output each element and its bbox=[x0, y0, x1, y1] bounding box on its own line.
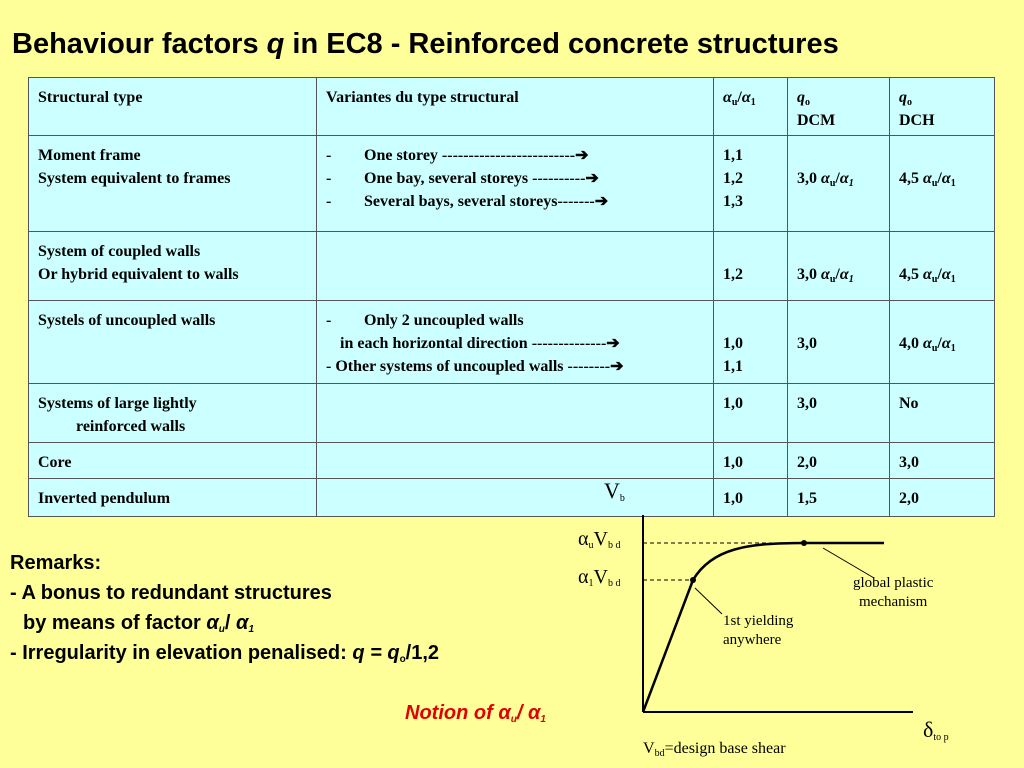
first-yield-point bbox=[690, 577, 696, 583]
delta-axis-label: δto p bbox=[923, 717, 949, 743]
cell-qo-dcm: 1,5 bbox=[787, 478, 890, 517]
behaviour-factors-table: Structural type Variantes du type struct… bbox=[28, 77, 995, 517]
cell-qo-dch: 2,0 bbox=[889, 478, 995, 517]
remarks-heading: Remarks: bbox=[10, 552, 102, 574]
cell-structural-type: Systels of uncoupled walls bbox=[28, 300, 317, 384]
cell-structural-type: Systems of large lightly reinforced wall… bbox=[28, 383, 317, 443]
vb-axis-label: Vb bbox=[604, 478, 625, 504]
first-yield-pointer bbox=[694, 587, 723, 615]
cell-variants bbox=[316, 442, 714, 479]
table-row: Systems of large lightly reinforced wall… bbox=[28, 383, 995, 443]
table-row: System of coupled walls Or hybrid equiva… bbox=[28, 231, 995, 301]
cell-qo-dch: 4,5 αu/α1 bbox=[889, 135, 995, 232]
cell-structural-type: System of coupled walls Or hybrid equiva… bbox=[28, 231, 317, 301]
page-title: Behaviour factors q in EC8 - Reinforced … bbox=[12, 28, 839, 60]
remarks-line-2: by means of factor αu/ α1 bbox=[23, 612, 254, 635]
cell-alpha-ratio: 1,0 bbox=[713, 383, 788, 443]
cell-qo-dch: 3,0 bbox=[889, 442, 995, 479]
cell-variants: -Only 2 uncoupled walls in each horizont… bbox=[316, 300, 714, 384]
remarks: Remarks: - A bonus to redundant structur… bbox=[10, 548, 439, 668]
cell-structural-type: Inverted pendulum bbox=[28, 478, 317, 517]
cell-qo-dch: 4,5 αu/α1 bbox=[889, 231, 995, 301]
table-row: Inverted pendulum 1,0 1,5 2,0 bbox=[28, 478, 995, 517]
table-row: Systels of uncoupled walls -Only 2 uncou… bbox=[28, 300, 995, 384]
alpha-1-vbd-label: α1Vb d bbox=[578, 566, 621, 589]
header-alpha-ratio: αu/α1 bbox=[713, 77, 788, 136]
remarks-line-3: - Irregularity in elevation penalised: q… bbox=[10, 642, 440, 665]
cell-variants bbox=[316, 478, 714, 517]
global-plastic-pointer bbox=[822, 547, 875, 579]
mechanism-point bbox=[801, 540, 807, 546]
cell-qo-dch: No bbox=[889, 383, 995, 443]
cell-qo-dch: 4,0 αu/α1 bbox=[889, 300, 995, 384]
cell-structural-type: Moment frame System equivalent to frames bbox=[28, 135, 317, 232]
notion-caption: Notion of αu/ α1 bbox=[405, 702, 546, 725]
vbd-definition: Vbd=design base shear bbox=[643, 740, 786, 759]
cell-alpha-ratio: 1,2 bbox=[713, 231, 788, 301]
cell-qo-dcm: 3,0 bbox=[787, 383, 890, 443]
table-header-row: Structural type Variantes du type struct… bbox=[28, 77, 995, 136]
elastic-branch bbox=[641, 579, 695, 713]
cell-variants bbox=[316, 231, 714, 301]
alpha-u-vbd-label: αuVb d bbox=[578, 528, 621, 551]
table-row: Core 1,0 2,0 3,0 bbox=[28, 442, 995, 479]
cell-alpha-ratio: 1,0 bbox=[713, 478, 788, 517]
remarks-line-1: - A bonus to redundant structures bbox=[10, 582, 332, 604]
